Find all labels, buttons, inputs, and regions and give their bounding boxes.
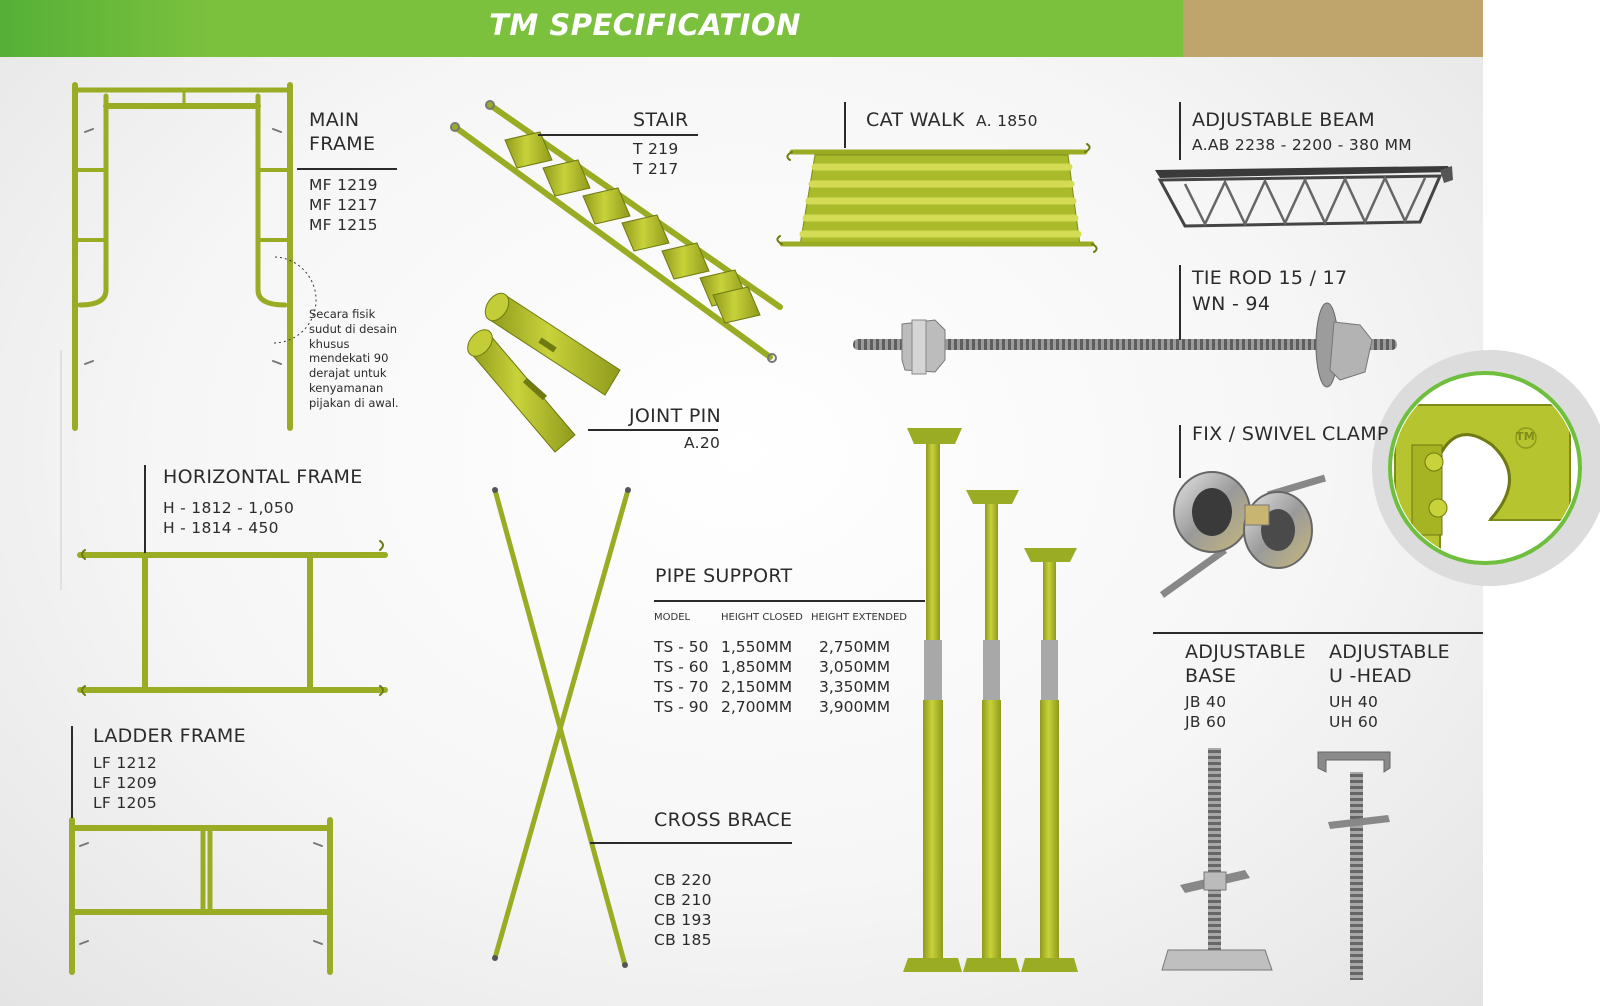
model-code: MF 1219: [309, 176, 378, 194]
ladder-frame-title: LADDER FRAME: [93, 725, 246, 747]
model-code: T 219: [633, 140, 679, 158]
model-code: T 217: [633, 160, 679, 178]
adjustable-beam-title: ADJUSTABLE BEAM: [1192, 109, 1375, 131]
adjustable-beam-model: A.AB 2238 - 2200 - 380 MM: [1192, 136, 1412, 154]
cat-walk-title: CAT WALK: [866, 109, 965, 131]
clamp-logo: TM: [1516, 430, 1536, 443]
adjustable-base-title-1: ADJUSTABLE: [1185, 641, 1306, 663]
clamp-illustration: [1159, 471, 1327, 598]
adjustable-uhead-models: UH 40 UH 60: [1329, 692, 1378, 732]
model-code: LF 1205: [93, 794, 158, 812]
stair-title: STAIR: [633, 109, 689, 131]
adjustable-base-illustration: [1161, 748, 1273, 971]
table-row: TS - 60 1,850MM 3,050MM: [654, 657, 907, 677]
header-bar: [0, 0, 1183, 57]
model-code: JB 40: [1185, 693, 1227, 711]
table-header-row: MODEL HEIGHT CLOSED HEIGHT EXTENDED: [654, 612, 907, 637]
adjustable-uhead-title-1: ADJUSTABLE: [1329, 641, 1450, 663]
table-cell: TS - 60: [654, 658, 709, 676]
joint-pin-model: A.20: [684, 434, 721, 452]
cat-walk-illustration: [776, 143, 1098, 253]
horizontal-frame-illustration: [77, 540, 388, 696]
column-header: HEIGHT EXTENDED: [811, 612, 907, 623]
horizontal-frame-models: H - 1812 - 1,050 H - 1814 - 450: [163, 498, 294, 538]
model-code: LF 1209: [93, 774, 158, 792]
model-code: MF 1215: [309, 216, 378, 234]
model-code: CB 185: [654, 931, 712, 949]
main-frame-title-1: MAIN: [309, 109, 360, 131]
table-cell: 3,350MM: [819, 678, 891, 696]
model-code: CB 193: [654, 911, 712, 929]
table-cell: TS - 90: [654, 698, 709, 716]
joint-pin-title: JOINT PIN: [629, 405, 721, 427]
adjustable-beam-illustration: [1155, 166, 1453, 228]
tie-rod-illustration: [853, 302, 1397, 388]
model-code: MF 1217: [309, 196, 378, 214]
model-code: H - 1812 - 1,050: [163, 499, 295, 517]
pipe-support-table: MODEL HEIGHT CLOSED HEIGHT EXTENDED TS -…: [654, 612, 907, 717]
table-row: TS - 50 1,550MM 2,750MM: [654, 637, 907, 657]
tie-rod-title: TIE ROD 15 / 17: [1192, 267, 1348, 289]
table-cell: 3,050MM: [819, 658, 891, 676]
cat-walk-model: A. 1850: [976, 112, 1038, 130]
table-row: TS - 70 2,150MM 3,350MM: [654, 677, 907, 697]
main-frame-models: MF 1219 MF 1217 MF 1215: [309, 175, 378, 235]
clamp-title: FIX / SWIVEL CLAMP: [1192, 423, 1389, 445]
ladder-frame-models: LF 1212 LF 1209 LF 1205: [93, 753, 157, 813]
table-cell: 2,700MM: [721, 698, 793, 716]
table-cell: 1,550MM: [721, 638, 793, 656]
column-header: HEIGHT CLOSED: [721, 612, 803, 623]
table-cell: 2,750MM: [819, 638, 891, 656]
main-frame-note: Secara fisik sudut di desain khusus mend…: [309, 307, 399, 410]
main-frame-title-2: FRAME: [309, 133, 376, 155]
clamp-detail-circle: [1372, 350, 1600, 586]
tie-rod-model: WN - 94: [1192, 293, 1271, 315]
table-cell: 1,850MM: [721, 658, 793, 676]
model-code: LF 1212: [93, 754, 158, 772]
joint-pin-illustration: [467, 292, 621, 453]
adjustable-uhead-illustration: [1317, 751, 1391, 980]
table-cell: 3,900MM: [819, 698, 891, 716]
stair-illustration: [450, 100, 783, 363]
horizontal-frame-title: HORIZONTAL FRAME: [163, 466, 363, 488]
model-code: CB 220: [654, 871, 712, 889]
stair-models: T 219 T 217: [633, 139, 678, 179]
model-code: JB 60: [1185, 713, 1227, 731]
ladder-frame-illustration: [69, 817, 333, 975]
table-cell: 2,150MM: [721, 678, 793, 696]
adjustable-uhead-title-2: U -HEAD: [1329, 665, 1412, 687]
table-cell: TS - 50: [654, 638, 709, 656]
detail-callout-arc: [270, 256, 317, 344]
cross-brace-models: CB 220 CB 210 CB 193 CB 185: [654, 870, 712, 950]
pipe-support-title: PIPE SUPPORT: [655, 565, 793, 587]
cross-brace-title: CROSS BRACE: [654, 809, 793, 831]
pipe-support-illustration: [903, 428, 1078, 972]
model-code: CB 210: [654, 891, 712, 909]
model-code: UH 60: [1329, 713, 1379, 731]
adjustable-base-models: JB 40 JB 60: [1185, 692, 1226, 732]
table-cell: TS - 70: [654, 678, 709, 696]
model-code: UH 40: [1329, 693, 1379, 711]
cross-brace-illustration: [492, 487, 631, 968]
model-code: H - 1814 - 450: [163, 519, 279, 537]
table-row: TS - 90 2,700MM 3,900MM: [654, 697, 907, 717]
main-frame-illustration: [72, 82, 293, 431]
header-accent-block: [1183, 0, 1483, 57]
adjustable-base-title-2: BASE: [1185, 665, 1237, 687]
page-title: TM SPECIFICATION: [489, 8, 801, 42]
column-header: MODEL: [654, 612, 691, 623]
